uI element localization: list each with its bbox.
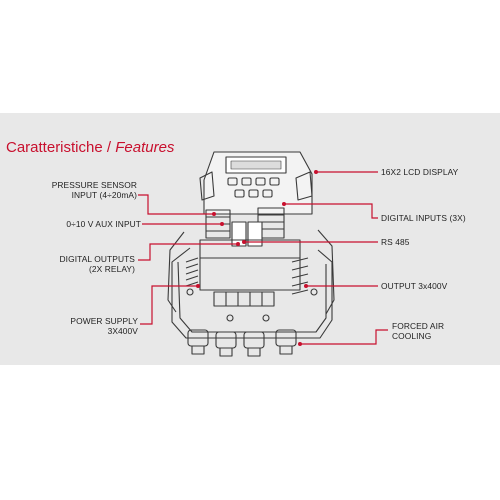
callout-lines — [138, 171, 388, 345]
keypad-button — [262, 189, 273, 198]
keypad-button — [269, 177, 280, 186]
screw — [226, 314, 234, 322]
label-forced-air-line2: COOLING — [392, 331, 432, 341]
label-power-supply-line2: 3X400V — [107, 326, 138, 336]
right-arm — [317, 229, 335, 315]
main-board — [199, 239, 301, 291]
label-power-supply-line1: POWER SUPPLY — [70, 316, 138, 326]
right-flap — [295, 171, 313, 201]
label-forced-air-line1: FORCED AIR — [392, 321, 445, 331]
label-digital-outputs: DIGITAL OUTPUTS (2X RELAY) — [60, 254, 135, 274]
label-aux-input: 0÷10 V AUX INPUT — [66, 219, 141, 229]
label-digital-outputs-line1: DIGITAL OUTPUTS — [59, 254, 135, 264]
callout-digital-inputs — [284, 203, 378, 219]
label-power-supply: POWER SUPPLY 3X400V — [70, 316, 138, 336]
power-terminal-strip — [213, 291, 275, 307]
label-forced-air-cooling: FORCED AIR COOLING — [392, 321, 444, 341]
label-digital-outputs-line2: (2X RELAY) — [89, 264, 135, 274]
label-lcd-display: 16X2 LCD DISPLAY — [381, 167, 459, 177]
callout-pressure-sensor — [138, 194, 214, 215]
screw — [262, 314, 270, 322]
enclosure-outline — [171, 247, 333, 339]
heading-separator: / — [102, 139, 116, 156]
label-pressure-sensor-line1: PRESSURE SENSOR — [51, 180, 137, 190]
left-heatsink — [185, 257, 199, 287]
features-heading: Caratteristiche / Features — [6, 139, 174, 156]
callout-power-supply — [140, 285, 198, 325]
left-arm — [167, 231, 185, 313]
heading-secondary: Features — [115, 139, 175, 156]
label-pressure-sensor-line2: INPUT (4÷20mA) — [71, 190, 137, 200]
heading-primary: Caratteristiche — [6, 139, 103, 156]
lcd-glass — [230, 160, 282, 170]
screw — [310, 288, 318, 296]
label-rs485: RS 485 — [381, 237, 410, 247]
device-illustration — [167, 151, 335, 357]
keypad-button — [241, 177, 252, 186]
keypad-button — [227, 177, 238, 186]
keypad-button — [248, 189, 259, 198]
screw — [186, 288, 194, 296]
label-output: OUTPUT 3x400V — [381, 281, 448, 291]
left-flap — [199, 171, 215, 201]
cable-glands — [187, 329, 297, 357]
callout-dots — [196, 170, 318, 346]
right-heatsink — [291, 257, 309, 295]
keypad-button — [234, 189, 245, 198]
callout-forced-air — [300, 329, 388, 345]
callout-digital-outputs — [138, 243, 238, 261]
label-pressure-sensor: PRESSURE SENSOR INPUT (4÷20mA) — [52, 180, 137, 200]
keypad-button — [255, 177, 266, 186]
label-digital-inputs: DIGITAL INPUTS (3X) — [381, 213, 466, 223]
